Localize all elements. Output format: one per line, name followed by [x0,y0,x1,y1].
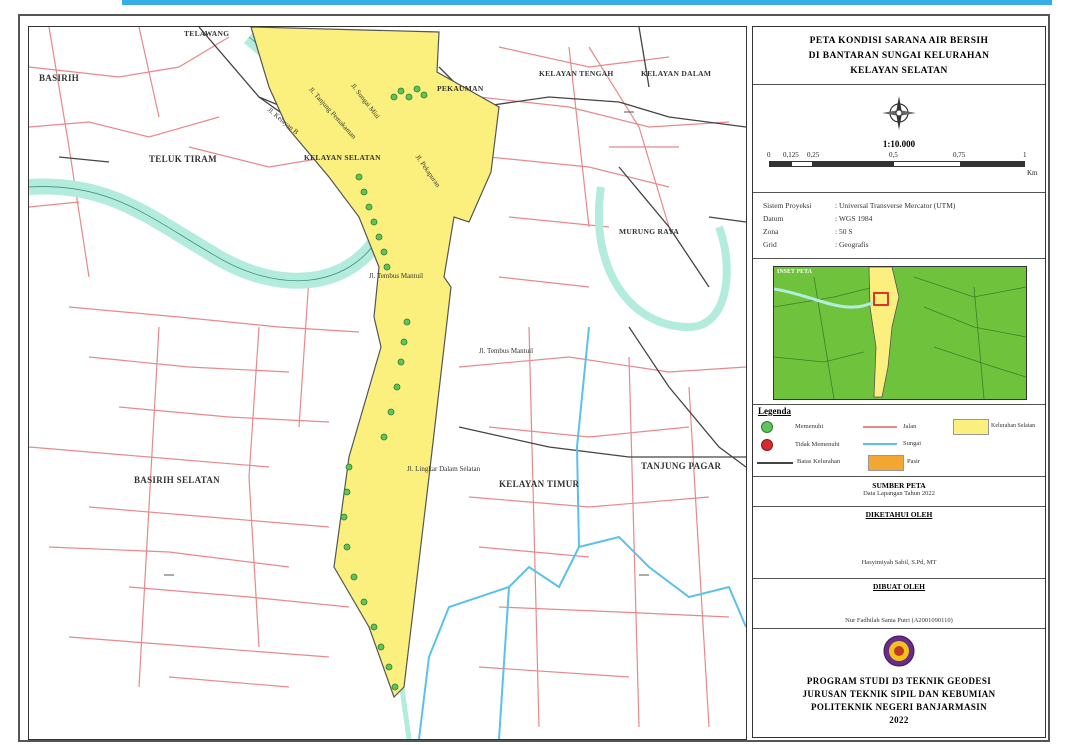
area-label-kelayan-tengah: KELAYAN TENGAH [539,69,614,78]
scale-mark: 1 [1023,151,1027,159]
map-grid-ticks [164,111,649,576]
map-info-panel: PETA KONDISI SARANA AIR BERSIH DI BANTAR… [752,26,1046,738]
inset-label: INSET PETA [777,269,812,275]
projection-key: Datum [763,214,784,223]
map-title: PETA KONDISI SARANA AIR BERSIH DI BANTAR… [753,27,1045,79]
green-well-points [340,85,428,691]
projection-key: Sistem Proyeksi [763,201,812,210]
projection-key: Grid [763,240,777,249]
projection-value: : Geografis [835,240,869,249]
scale-box: 1:10.000 0 0,125 0,25 0,5 0,75 1 Km [753,85,1045,193]
area-label-basirih: BASIRIH [39,73,80,83]
title-line: PETA KONDISI SARANA AIR BERSIH [809,36,989,46]
made-by-title: DIBUAT OLEH [872,582,926,591]
boundary-line-icon [757,462,793,464]
legend-label: Sungai [903,440,922,447]
scale-mark: 0 [767,151,771,159]
legend-label: Memenuhi [795,423,824,430]
street-label: Jl. Tembus Mantuil [479,347,534,355]
projection-key: Zona [763,227,779,236]
scale-bar-segment [769,161,791,167]
projection-value: : 50 S [835,227,853,236]
main-map[interactable]: BASIRIH TELUK TIRAM KELAYAN SELATAN PEKA… [28,26,747,740]
source-box: SUMBER PETA Data Lapangan Tahun 2022 [753,477,1045,507]
area-label-telawang: TELAWANG [184,29,230,38]
scale-mark: 0,125 [783,151,799,159]
map-canvas [29,27,746,739]
known-by-title: DIKETAHUI OLEH [865,510,933,519]
scale-unit: Km [1027,169,1038,177]
area-label-tanjung-pagar: TANJUNG PAGAR [641,461,722,471]
legend-label: Jalan [903,423,917,430]
road-line-icon [863,426,897,428]
scale-mark: 0,75 [953,151,966,159]
polytechnic-logo-icon [883,635,915,667]
scale-bar-segment [791,161,813,167]
orange-area-icon [868,455,904,471]
made-by-box: DIBUAT OLEH Nur Fadhilah Sania Putri (A2… [753,579,1045,629]
area-label-pekauman: PEKAUMAN [437,84,484,93]
green-point-icon [761,421,773,433]
legend-label: Pasir [907,458,920,465]
street-label: Jl. Tembus Mantuil [369,272,424,280]
projection-value: : WGS 1984 [835,214,873,223]
legend-label: Batas Kelurahan [797,458,841,465]
scale-bar-segment [813,161,893,167]
street-label: Jl. Lingkar Dalam Selatan [407,465,481,473]
area-label-kelayan-selatan: KELAYAN SELATAN [304,153,381,162]
legend-label: Tidak Memenuhi [795,441,840,448]
area-label-kelayan-dalam: KELAYAN DALAM [641,69,712,78]
yellow-area-icon [953,419,989,435]
kelayan-selatan-area [250,27,500,699]
inset-map[interactable]: INSET PETA [773,266,1027,400]
legend-label: Kelurahan Selatan [991,423,1036,429]
legend-box: Legenda Memenuhi Tidak Memenuhi Batas Ke… [753,405,1045,477]
institution-line: 2022 [889,715,909,725]
institution-line: PROGRAM STUDI D3 TEKNIK GEODESI [806,676,992,686]
area-label-teluk-tiram: TELUK TIRAM [149,154,217,164]
made-by-name: Nur Fadhilah Sania Putri (A2001090110) [845,617,953,624]
scale-mark: 0,5 [889,151,898,159]
title-line: KELAYAN SELATAN [850,66,948,76]
projection-box: Sistem Proyeksi : Universal Transverse M… [753,193,1045,259]
scale-mark: 0,25 [807,151,820,159]
road-network [29,27,746,728]
red-point-icon [761,439,773,451]
scale-bar-segment [961,161,1025,167]
inset-map-canvas [774,267,1026,399]
institution-box: PROGRAM STUDI D3 TEKNIK GEODESI JURUSAN … [753,629,1045,737]
river-line-icon [863,443,897,445]
institution-line: POLITEKNIK NEGERI BANJARMASIN [810,702,988,712]
compass-rose-icon [882,96,916,130]
area-label-basirih-selatan: BASIRIH SELATAN [134,475,220,485]
scale-bar-segment [893,161,961,167]
known-by-box: DIKETAHUI OLEH Hasyimiyah Sabil, S.Pd, M… [753,507,1045,579]
area-label-kelayan-timur: KELAYAN TIMUR [499,479,580,489]
source-title: SUMBER PETA [872,481,926,490]
known-by-name: Hasyimiyah Sabil, S.Pd, MT [861,559,937,566]
inset-focus-box [873,292,889,306]
institution-line: JURUSAN TEKNIK SIPIL DAN KEBUMIAN [802,689,996,699]
top-accent-bar [122,0,1052,5]
scale-ratio: 1:10.000 [882,139,916,149]
source-text: Data Lapangan Tahun 2022 [863,490,935,497]
inset-box: INSET PETA [753,259,1045,405]
institution-text: PROGRAM STUDI D3 TEKNIK GEODESI JURUSAN … [753,675,1045,727]
legend-title: Legenda [758,406,792,416]
projection-value: : Universal Transverse Mercator (UTM) [835,201,956,210]
title-box: PETA KONDISI SARANA AIR BERSIH DI BANTAR… [753,27,1045,85]
title-line: DI BANTARAN SUNGAI KELURAHAN [808,51,990,61]
area-label-murung-raya: MURUNG RAYA [619,227,680,236]
